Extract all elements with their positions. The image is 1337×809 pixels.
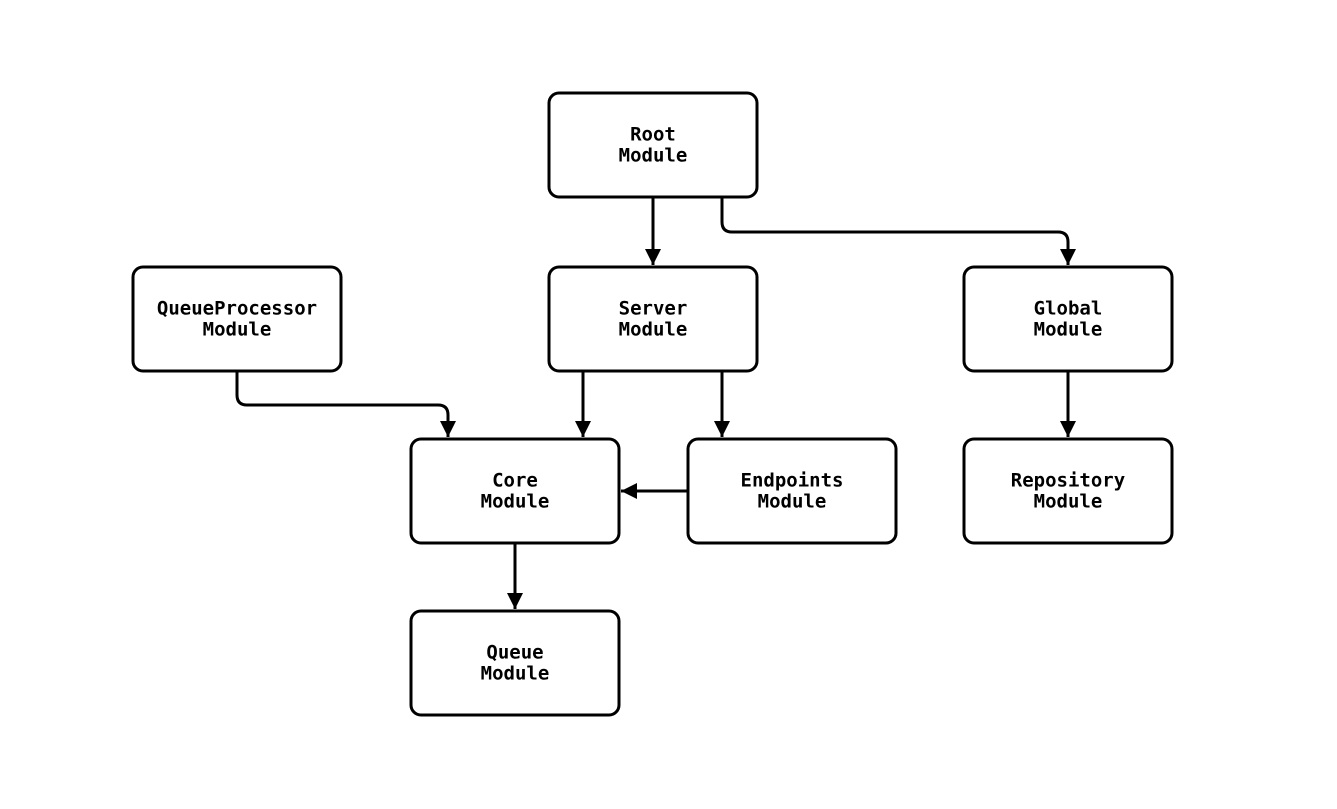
node-box	[547, 91, 759, 199]
node-label: Module	[619, 319, 688, 341]
node-box	[131, 265, 343, 373]
node-box	[409, 609, 621, 717]
node-label: Module	[481, 491, 550, 513]
node-label: Module	[1034, 319, 1103, 341]
node-label: Module	[619, 145, 688, 167]
node-label: Endpoints	[741, 470, 844, 492]
nodes-layer: RootModuleQueueProcessorModuleServerModu…	[131, 91, 1174, 717]
node-box	[962, 265, 1174, 373]
node-box	[409, 437, 621, 545]
node-label: Module	[203, 319, 272, 341]
node-label: Core	[492, 470, 538, 492]
edges-layer	[235, 197, 1076, 609]
edge-queueprocessor-to-core	[235, 371, 456, 437]
node-label: Repository	[1011, 470, 1125, 492]
edge-root-to-global	[720, 197, 1076, 265]
node-label: Root	[630, 124, 676, 146]
node-label: QueueProcessor	[157, 298, 317, 320]
node-label: Queue	[486, 642, 543, 664]
node-box	[686, 437, 898, 545]
node-label: Global	[1034, 298, 1103, 320]
node-box	[547, 265, 759, 373]
node-label: Server	[619, 298, 688, 320]
node-label: Module	[1034, 491, 1103, 513]
node-label: Module	[758, 491, 827, 513]
node-box	[962, 437, 1174, 545]
node-label: Module	[481, 663, 550, 685]
